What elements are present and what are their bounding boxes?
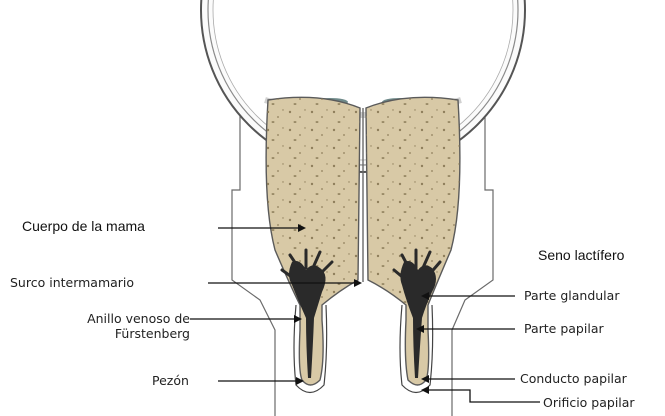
- label-cuerpo-mama: Cuerpo de la mama: [22, 219, 145, 234]
- arrow-orificio: [425, 390, 540, 402]
- label-anillo-line-2: Fürstenberg: [40, 326, 190, 341]
- label-conducto-papilar: Conducto papilar: [520, 371, 627, 386]
- label-orificio-papilar: Orificio papilar: [543, 395, 635, 410]
- pointer-lines: [190, 228, 540, 402]
- label-anillo-venoso: Anillo venoso de Fürstenberg: [40, 311, 190, 341]
- label-surco-intermamario: Surco intermamario: [10, 275, 134, 290]
- arrowhead-orificio: [421, 386, 429, 394]
- label-anillo-line-1: Anillo venoso de: [40, 311, 190, 326]
- label-seno-lactifero: Seno lactífero: [538, 248, 624, 263]
- label-parte-papilar: Parte papilar: [524, 321, 604, 336]
- label-parte-glandular: Parte glandular: [524, 288, 619, 303]
- label-pezon: Pezón: [152, 373, 189, 388]
